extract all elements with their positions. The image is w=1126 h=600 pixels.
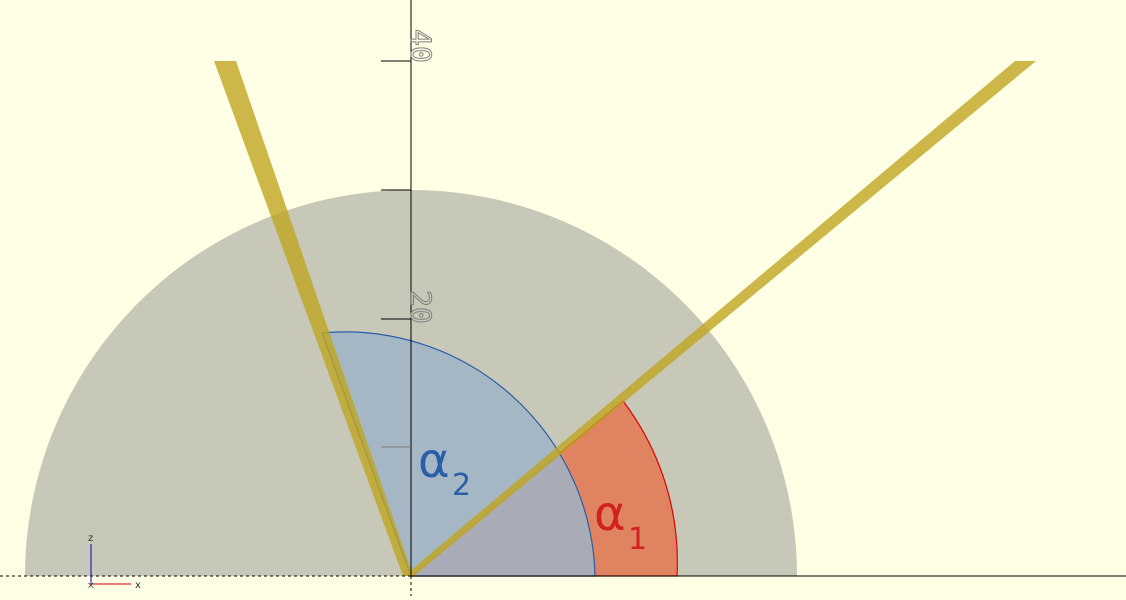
angle-label-alpha-2: α 2 bbox=[418, 433, 471, 503]
tick-label-20: 20 bbox=[405, 290, 438, 324]
widget-x-label: x bbox=[135, 580, 141, 591]
widget-y-marker: × bbox=[87, 581, 95, 591]
alpha-2-subscript: 2 bbox=[452, 468, 471, 503]
angle-label-alpha-1: α 1 bbox=[594, 486, 647, 557]
alpha-2-symbol: α bbox=[418, 433, 450, 489]
alpha-1-symbol: α bbox=[594, 486, 626, 542]
orientation-axes-widget: z x × bbox=[87, 533, 141, 591]
beam-right bbox=[404, 61, 1036, 576]
tick-label-40: 40 bbox=[405, 29, 438, 63]
beam-left bbox=[214, 61, 413, 576]
alpha-1-subscript: 1 bbox=[628, 522, 647, 557]
widget-z-label: z bbox=[88, 533, 93, 544]
